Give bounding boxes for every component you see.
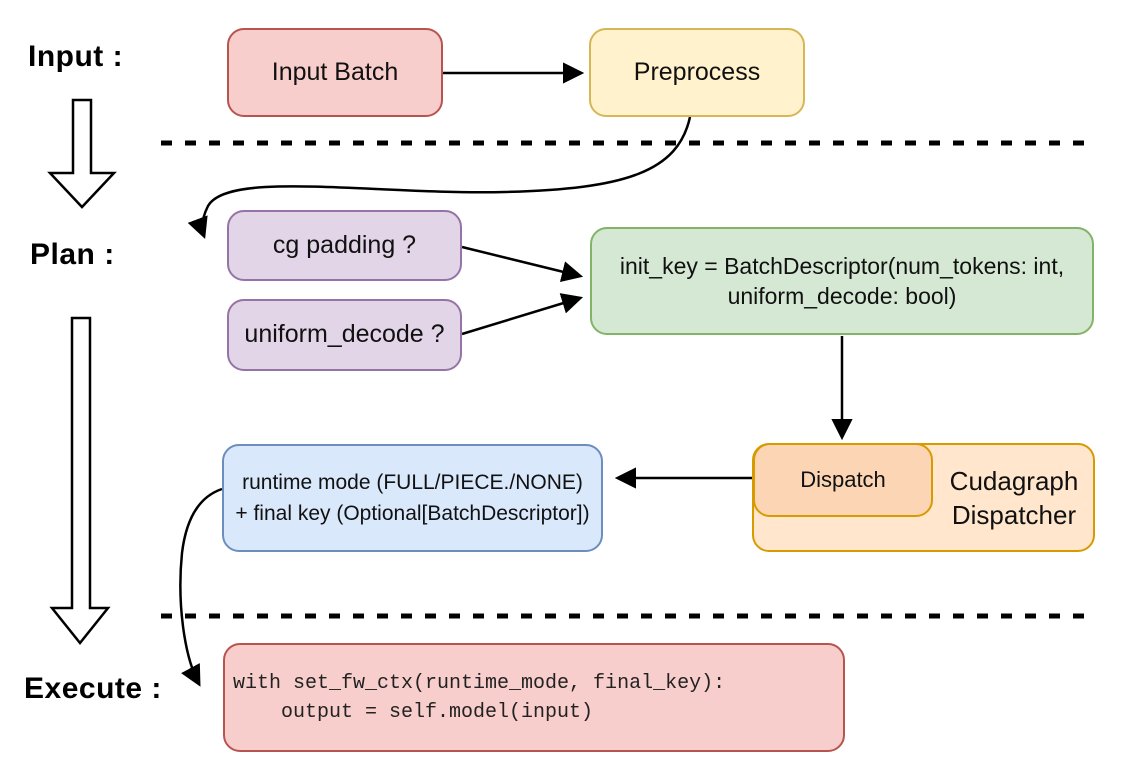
arrow-runtimemode-to-executecode: [179, 487, 223, 687]
stage-label-input: Input :: [28, 40, 124, 73]
node-dispatch-label: Dispatch: [800, 467, 886, 493]
node-uniform-decode: uniform_decode ?: [227, 299, 462, 371]
node-init-key: init_key = BatchDescriptor(num_tokens: i…: [590, 227, 1094, 335]
arrow-preprocess-to-cgpadding: [187, 116, 692, 239]
stage-arrow-plan-to-execute: [49, 316, 111, 646]
arrow-uniformdecode-to-initkey: [461, 293, 584, 336]
node-cg-padding: cg padding ?: [227, 210, 462, 281]
node-runtime-mode-line1: runtime mode (FULL/PIECE./NONE): [242, 471, 583, 494]
stage-label-execute: Execute :: [24, 672, 162, 705]
node-execute-code: with set_fw_ctx(runtime_mode, final_key)…: [223, 643, 845, 752]
node-input-batch: Input Batch: [227, 28, 443, 117]
execute-code-line1: with set_fw_ctx(runtime_mode, final_key)…: [233, 671, 726, 695]
stage-label-plan: Plan :: [30, 238, 115, 271]
cudagraph-label-line1: Cudagraph: [949, 465, 1079, 496]
node-cudagraph-dispatcher-label: Cudagraph Dispatcher: [933, 443, 1095, 552]
node-dispatch: Dispatch: [753, 443, 933, 517]
node-init-key-line1: init_key = BatchDescriptor(num_tokens: i…: [619, 253, 1065, 279]
node-preprocess: Preprocess: [589, 28, 805, 117]
cudagraph-label-line2: Dispatcher: [951, 499, 1077, 530]
node-cg-padding-label: cg padding ?: [272, 230, 417, 259]
node-uniform-decode-label: uniform_decode ?: [244, 320, 445, 349]
node-runtime-mode: runtime mode (FULL/PIECE./NONE) + final …: [222, 444, 603, 552]
arrow-cgpadding-to-initkey: [461, 245, 584, 283]
node-runtime-mode-line2: + final key (Optional[BatchDescriptor]): [235, 502, 590, 525]
execute-code-line2: output = self.model(input): [233, 700, 594, 724]
node-init-key-line2: uniform_decode: bool): [727, 283, 957, 309]
node-preprocess-label: Preprocess: [633, 57, 761, 86]
node-input-batch-label: Input Batch: [271, 57, 399, 86]
stage-arrow-input-to-plan: [47, 98, 117, 209]
